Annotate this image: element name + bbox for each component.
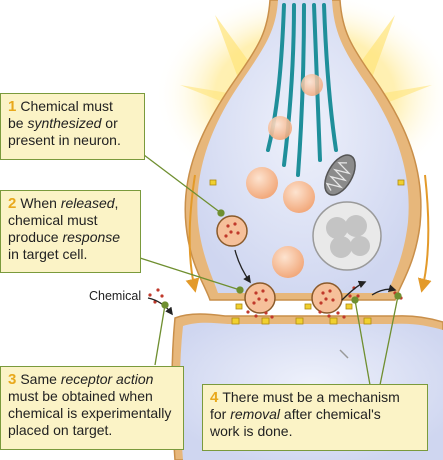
text-run: must be obtained when: [8, 388, 153, 404]
storage-granule: [312, 201, 382, 271]
mitochondrion: [324, 154, 356, 196]
text-run: chemical must: [8, 212, 98, 228]
chemical-label: Chemical: [89, 289, 142, 303]
step-number: 4: [210, 389, 219, 406]
text-run: When: [20, 195, 61, 211]
emphasized-text: synthesized: [27, 115, 102, 131]
transmitter-vesicles: [216, 215, 343, 314]
emphasized-text: removal: [230, 406, 281, 422]
text-run: ,: [114, 195, 119, 211]
text-run: produce: [8, 229, 63, 245]
step-number: 1: [8, 98, 17, 115]
emphasized-text: released: [60, 195, 115, 211]
step-number: 3: [8, 371, 17, 388]
released-chemical: [148, 286, 403, 319]
membrane-sites: [209, 179, 405, 310]
emphasized-text: receptor action: [60, 371, 154, 387]
emphasized-text: response: [62, 229, 121, 245]
text-run: work is done.: [210, 423, 293, 439]
leader-lines: [139, 154, 402, 386]
text-run: in target cell.: [8, 246, 88, 262]
text-run: after chemical's: [280, 406, 381, 422]
small-mark: [339, 349, 349, 359]
text-run: Same: [20, 371, 61, 387]
text-run: for: [210, 406, 231, 422]
vesicles: [246, 74, 323, 278]
text-run: present in neuron.: [8, 132, 121, 148]
step-number: 2: [8, 195, 17, 212]
text-run: placed on target.: [8, 422, 113, 438]
text-run: Chemical must: [20, 98, 113, 114]
text-run: or: [101, 115, 118, 131]
process-arrows: [147, 249, 397, 316]
text-run: chemical is experimentally: [8, 405, 172, 421]
flow-arrows: [185, 174, 432, 293]
text-run: be: [8, 115, 28, 131]
text-run: There must be a mechanism: [222, 389, 400, 405]
